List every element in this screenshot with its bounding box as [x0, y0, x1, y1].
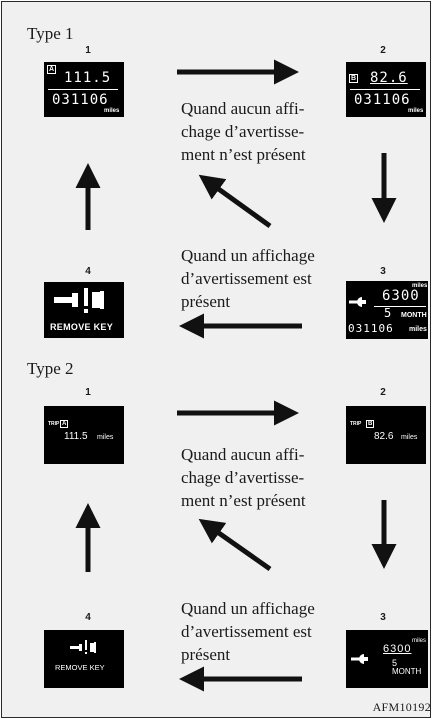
type1-display-2: B 82.6 031106 miles	[346, 62, 426, 117]
type2-display-1: TRIP A 111.5 miles	[44, 406, 124, 464]
step-number-4: 4	[85, 612, 91, 623]
wrench-icon	[351, 654, 368, 664]
trip-letter-badge: B	[366, 420, 375, 428]
type2-display-4: REMOVE KEY	[44, 630, 124, 688]
type1-display-3: miles 6300 5 MONTH 031106 miles	[346, 281, 428, 339]
trip-unit: miles	[401, 434, 418, 441]
type-1-label: Type 1	[27, 24, 74, 43]
key-icon	[54, 288, 104, 313]
key-icon	[70, 640, 96, 654]
distance-unit: miles	[412, 638, 427, 644]
figure-code: AFM10192	[372, 700, 431, 714]
step-number-3: 3	[380, 612, 386, 623]
date-value: 031106	[348, 322, 394, 335]
step-number-2: 2	[380, 45, 386, 56]
type1-display-4: REMOVE KEY	[44, 282, 124, 338]
service-distance: 6300	[383, 643, 412, 655]
display-divider	[350, 89, 420, 90]
type1-display-1: A 111.5 031106 miles	[44, 62, 124, 117]
caption-warning: Quand un affichage d’avertissement est p…	[181, 246, 315, 311]
display-divider	[48, 89, 118, 90]
step-number-2: 2	[380, 387, 386, 398]
caption-no-warning: Quand aucun affi- chage d’avertisse- men…	[181, 445, 306, 510]
caption-warning: Quand un affichage d’avertissement est p…	[181, 599, 315, 664]
step-number-1: 1	[85, 387, 91, 398]
type2-display-2: TRIP B 82.6 miles	[346, 406, 426, 464]
trip-label: TRIP	[350, 421, 362, 427]
type2-display-3: miles 6300 5 MONTH	[346, 630, 428, 688]
caption-no-warning: Quand aucun affi- chage d’avertisse- men…	[181, 99, 306, 164]
step-number-3: 3	[380, 266, 386, 277]
odometer-value: 111.5	[64, 70, 112, 86]
service-months: 5	[392, 658, 398, 668]
trip-letter-badge: A	[47, 65, 56, 74]
months-label: MONTH	[401, 312, 427, 319]
type-2-label: Type 2	[27, 359, 74, 378]
remove-key-text: REMOVE KEY	[50, 322, 114, 332]
unit-label: miles	[104, 108, 120, 114]
trip-value: 82.6	[374, 431, 394, 442]
trip-letter-badge: B	[349, 74, 358, 83]
wrench-icon	[349, 297, 366, 307]
date-value: 031106	[52, 92, 109, 108]
months-label: MONTH	[392, 667, 422, 676]
display-divider	[374, 306, 426, 307]
trip-unit: miles	[97, 434, 114, 441]
distance-unit: miles	[412, 283, 428, 289]
arrow-3-to-1-diagonal	[198, 518, 272, 572]
odometer-value: 82.6	[370, 70, 408, 86]
service-months: 5	[384, 306, 393, 320]
remove-key-text: REMOVE KEY	[55, 663, 105, 672]
trip-letter-badge: A	[60, 420, 69, 428]
trip-label: TRIP	[48, 421, 60, 427]
unit-label: miles	[408, 108, 424, 114]
step-number-1: 1	[85, 45, 91, 56]
date-value: 031106	[354, 92, 411, 108]
arrow-3-to-1-diagonal	[198, 174, 272, 229]
trip-value: 111.5	[64, 431, 88, 442]
step-number-4: 4	[85, 266, 91, 277]
date-unit: miles	[409, 326, 427, 333]
service-distance: 6300	[382, 288, 420, 304]
